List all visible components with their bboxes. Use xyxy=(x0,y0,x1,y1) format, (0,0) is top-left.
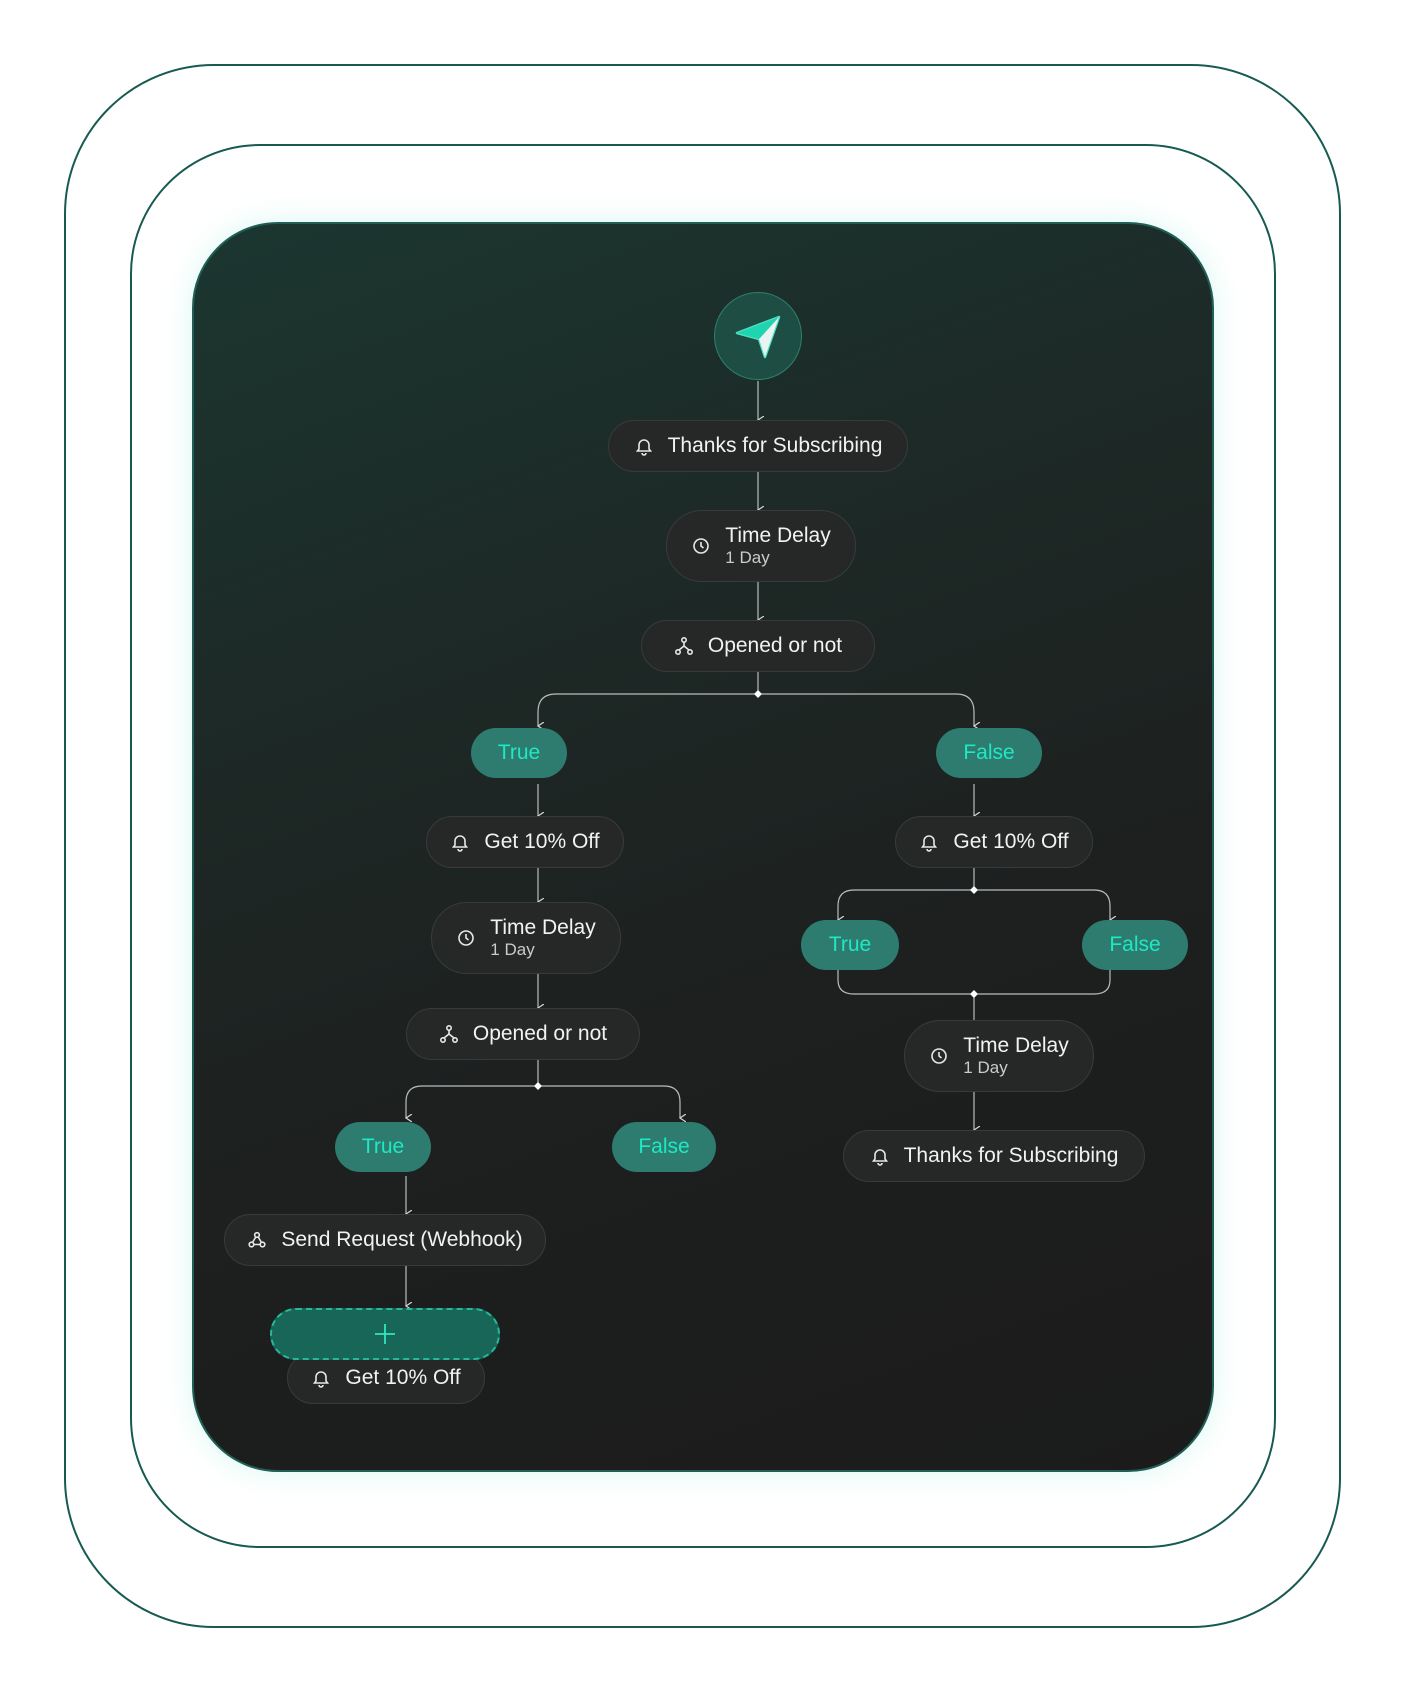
connector xyxy=(538,693,758,726)
connector xyxy=(838,964,974,995)
bell-icon xyxy=(311,1368,331,1388)
node-email-offer[interactable]: Get 10% Off xyxy=(287,1352,485,1404)
node-sublabel: 1 Day xyxy=(963,1058,1008,1078)
branch-false[interactable]: False xyxy=(936,728,1042,778)
node-time-delay[interactable]: Time Delay 1 Day xyxy=(431,902,621,974)
add-step-button[interactable] xyxy=(270,1308,500,1360)
branch-icon xyxy=(674,636,694,656)
node-condition-opened[interactable]: Opened or not xyxy=(641,620,875,672)
branch-label: False xyxy=(638,1135,690,1158)
junction-dot xyxy=(970,886,978,894)
send-icon xyxy=(735,315,781,359)
node-label: Get 10% Off xyxy=(345,1366,461,1389)
node-webhook-request[interactable]: Send Request (Webhook) xyxy=(224,1214,546,1266)
junction-dot xyxy=(534,1082,542,1090)
bell-icon xyxy=(870,1146,890,1166)
node-label: Send Request (Webhook) xyxy=(281,1228,523,1251)
clock-icon xyxy=(691,536,711,556)
start-trigger[interactable] xyxy=(714,292,802,380)
node-label: Thanks for Subscribing xyxy=(667,434,883,457)
webhook-icon xyxy=(247,1230,267,1250)
node-email-thanks[interactable]: Thanks for Subscribing xyxy=(608,420,908,472)
junction-dot xyxy=(754,690,762,698)
node-time-delay[interactable]: Time Delay 1 Day xyxy=(904,1020,1094,1092)
inner-frame-ring xyxy=(130,144,1276,1548)
node-label: Time Delay xyxy=(490,916,596,940)
connector xyxy=(538,1085,680,1118)
connector xyxy=(974,889,1110,920)
node-email-offer[interactable]: Get 10% Off xyxy=(895,816,1093,868)
branch-label: True xyxy=(361,1135,405,1158)
bell-icon xyxy=(450,832,470,852)
branch-false[interactable]: False xyxy=(1082,920,1188,970)
connector-lines xyxy=(194,381,1214,1472)
connector xyxy=(974,964,1110,995)
branch-true[interactable]: True xyxy=(801,920,899,970)
node-label: Opened or not xyxy=(472,1022,608,1045)
branch-label: True xyxy=(828,933,872,956)
node-label: Time Delay xyxy=(963,1034,1069,1058)
node-sublabel: 1 Day xyxy=(725,548,770,568)
branch-true[interactable]: True xyxy=(335,1122,431,1172)
plus-icon xyxy=(375,1324,395,1344)
node-time-delay[interactable]: Time Delay 1 Day xyxy=(666,510,856,582)
node-label: Time Delay xyxy=(725,524,831,548)
branch-label: True xyxy=(497,741,541,764)
branch-true[interactable]: True xyxy=(471,728,567,778)
branch-label: False xyxy=(963,741,1015,764)
junction-dot xyxy=(970,990,978,998)
branch-icon xyxy=(439,1024,459,1044)
branch-false[interactable]: False xyxy=(612,1122,716,1172)
bell-icon xyxy=(919,832,939,852)
bell-icon xyxy=(634,436,654,456)
node-sublabel: 1 Day xyxy=(490,940,535,960)
clock-icon xyxy=(929,1046,949,1066)
node-email-offer[interactable]: Get 10% Off xyxy=(426,816,624,868)
workflow-canvas: Thanks for Subscribing Time Delay 1 Day … xyxy=(192,222,1214,1472)
connector xyxy=(758,693,974,726)
outer-frame-ring xyxy=(64,64,1341,1628)
node-label: Get 10% Off xyxy=(953,830,1069,853)
connector xyxy=(406,1085,538,1118)
node-label: Thanks for Subscribing xyxy=(903,1144,1119,1167)
connector xyxy=(838,889,974,920)
node-label: Opened or not xyxy=(707,634,843,657)
node-email-thanks[interactable]: Thanks for Subscribing xyxy=(843,1130,1145,1182)
node-label: Get 10% Off xyxy=(484,830,600,853)
clock-icon xyxy=(456,928,476,948)
node-condition-opened[interactable]: Opened or not xyxy=(406,1008,640,1060)
branch-label: False xyxy=(1109,933,1161,956)
